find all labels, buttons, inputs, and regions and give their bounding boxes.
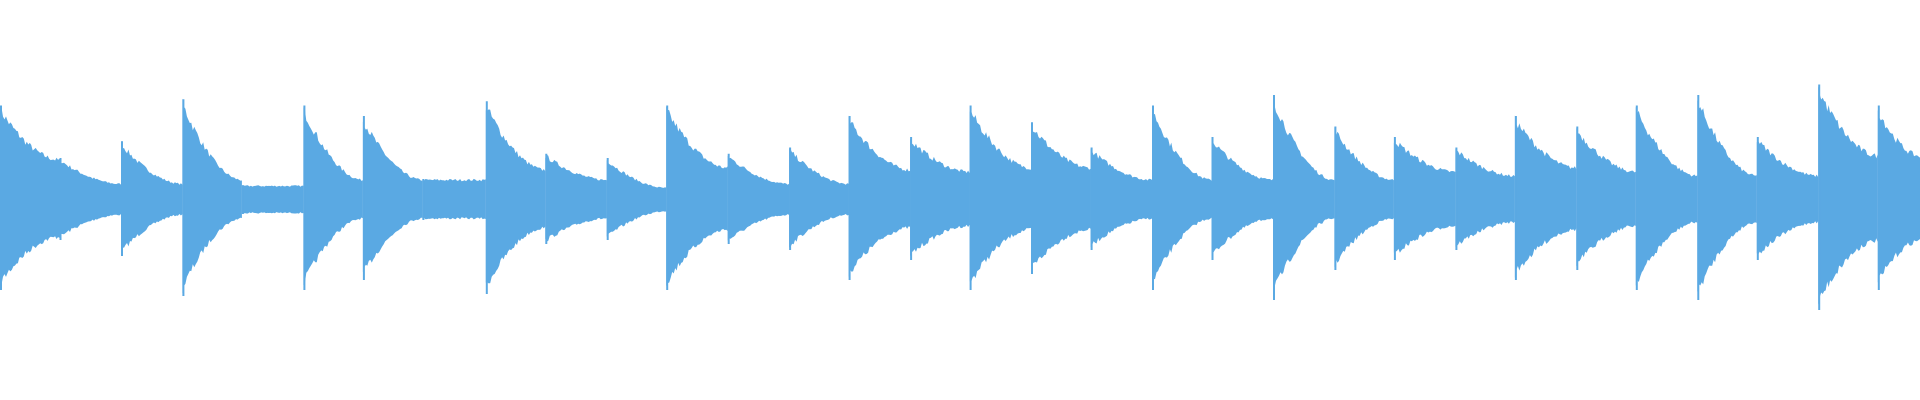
waveform-burst <box>1090 148 1152 248</box>
waveform-burst <box>0 107 60 285</box>
waveform-burst <box>1455 149 1515 247</box>
waveform-burst <box>121 141 183 254</box>
waveform-burst <box>1818 86 1878 305</box>
waveform-burst <box>910 138 970 257</box>
waveform-burst <box>1514 115 1577 278</box>
waveform-bursts <box>0 84 1920 310</box>
waveform-burst <box>1877 110 1920 283</box>
waveform-burst <box>1152 113 1212 280</box>
waveform-burst <box>422 178 486 220</box>
waveform-burst <box>1211 140 1273 255</box>
waveform-burst <box>1697 100 1757 292</box>
waveform-burst <box>485 109 546 284</box>
waveform-burst <box>969 110 1031 283</box>
waveform-burst <box>545 154 607 242</box>
waveform-burst <box>606 160 667 237</box>
waveform-burst <box>1334 127 1394 268</box>
waveform-burst <box>241 185 304 214</box>
waveform-burst <box>1576 128 1636 267</box>
waveform-burst <box>182 98 242 294</box>
waveform-burst <box>727 155 790 241</box>
waveform-burst <box>1273 101 1335 291</box>
waveform-burst <box>362 121 423 272</box>
waveform-burst <box>59 158 121 239</box>
waveform-burst <box>1031 125 1091 269</box>
waveform-burst <box>1635 106 1698 286</box>
waveform-burst <box>789 148 849 248</box>
waveform-burst <box>303 107 363 285</box>
waveform-burst <box>848 115 911 278</box>
waveform-burst <box>1756 141 1819 255</box>
waveform-burst <box>666 106 728 286</box>
waveform-burst <box>1393 142 1456 253</box>
